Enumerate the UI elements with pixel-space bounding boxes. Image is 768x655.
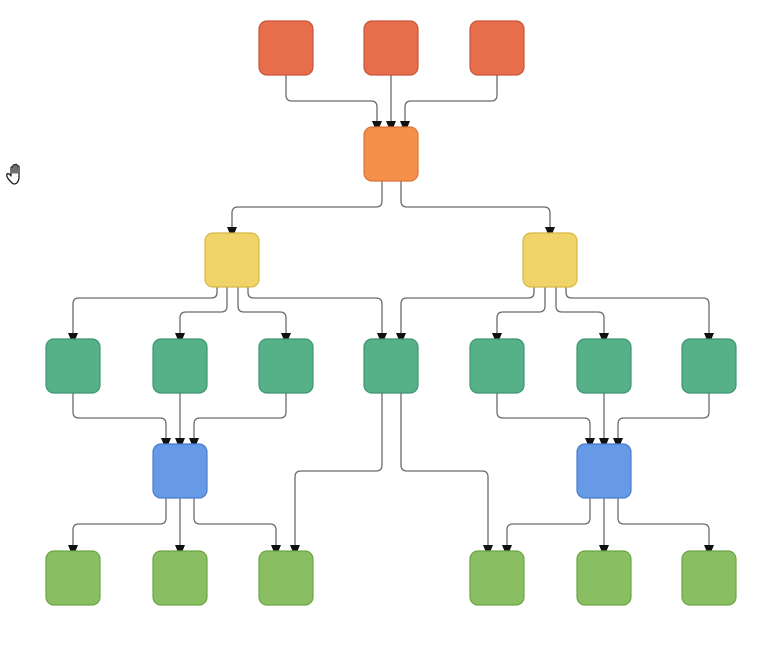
node-mid-m1[interactable] — [45, 338, 101, 394]
node-top-t3[interactable] — [469, 20, 525, 76]
node-leaf-l4[interactable] — [469, 550, 525, 606]
node-top-t2[interactable] — [363, 20, 419, 76]
node-mid-m7[interactable] — [681, 338, 737, 394]
node-top-t1[interactable] — [258, 20, 314, 76]
node-root-r[interactable] — [363, 126, 419, 182]
edge-t3-r[interactable] — [405, 75, 498, 127]
edge-yL-m1[interactable] — [73, 287, 218, 339]
edge-m5-bR[interactable] — [496, 393, 590, 444]
node-mid-m2[interactable] — [152, 338, 208, 394]
edges-layer — [73, 75, 709, 551]
edge-yL-m4[interactable] — [247, 287, 382, 339]
node-leaf-l1[interactable] — [45, 550, 101, 606]
node-leaf-l5[interactable] — [576, 550, 632, 606]
edge-m4-l3[interactable] — [295, 393, 383, 551]
edge-yR-m5[interactable] — [497, 287, 546, 339]
node-mid-m5[interactable] — [469, 338, 525, 394]
node-mid-m6[interactable] — [576, 338, 632, 394]
hand-pan-icon[interactable] — [2, 160, 30, 188]
hand-pan-shape — [6, 163, 20, 185]
edge-bL-l1[interactable] — [73, 498, 167, 551]
edge-bR-l6[interactable] — [617, 498, 709, 551]
node-mid-m3[interactable] — [258, 338, 314, 394]
edge-bL-l3[interactable] — [193, 498, 276, 551]
edge-r-yL[interactable] — [232, 181, 383, 233]
node-leaf-l3[interactable] — [258, 550, 314, 606]
node-hub-bR[interactable] — [576, 443, 632, 499]
edge-m7-bR[interactable] — [618, 393, 710, 444]
edge-yL-m2[interactable] — [180, 287, 228, 339]
edge-r-yR[interactable] — [400, 181, 550, 233]
edge-m4-l4[interactable] — [400, 393, 488, 551]
edge-t1-r[interactable] — [285, 75, 377, 127]
node-hub-bL[interactable] — [152, 443, 208, 499]
edge-yL-m3[interactable] — [237, 287, 286, 339]
node-branch-yR[interactable] — [522, 232, 578, 288]
node-mid-m4[interactable] — [363, 338, 419, 394]
node-branch-yL[interactable] — [204, 232, 260, 288]
edge-m3-bL[interactable] — [194, 393, 287, 444]
node-leaf-l2[interactable] — [152, 550, 208, 606]
edge-yR-m4[interactable] — [401, 287, 535, 339]
nodes-layer — [45, 20, 737, 606]
edge-bR-l4[interactable] — [507, 498, 591, 551]
edge-m1-bL[interactable] — [72, 393, 166, 444]
edge-yR-m6[interactable] — [555, 287, 604, 339]
edge-yR-m7[interactable] — [565, 287, 709, 339]
node-leaf-l6[interactable] — [681, 550, 737, 606]
